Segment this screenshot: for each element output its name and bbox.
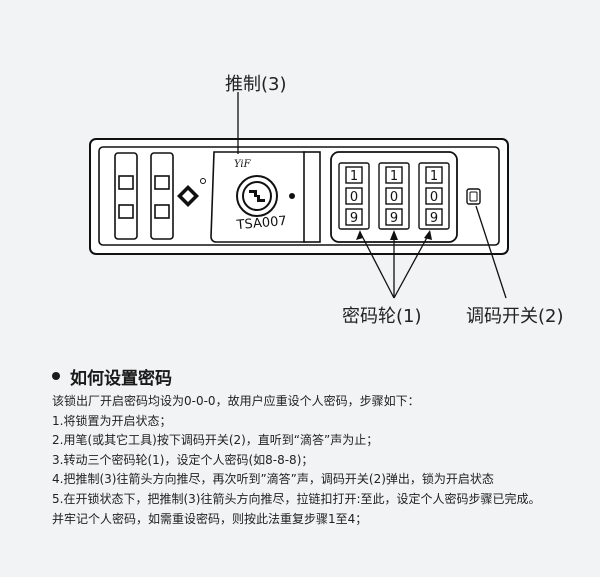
lock-model: TSA007 bbox=[235, 214, 287, 233]
indicator-dot bbox=[289, 193, 295, 199]
instruction-step: 1.将锁置为开启状态； bbox=[52, 413, 172, 428]
push-tab-side bbox=[303, 151, 321, 243]
zipper-slot-right bbox=[150, 152, 174, 240]
dial-3 bbox=[418, 162, 450, 230]
zipper-slot-left bbox=[114, 152, 138, 240]
dial-3-digit-bottom: 9 bbox=[430, 211, 438, 226]
instruction-step: 3.转动三个密码轮(1)，设定个人密码(如8-8-8)； bbox=[52, 452, 314, 467]
dial-3-digit-top: 1 bbox=[430, 169, 438, 184]
label-push-tab: 推制(3) bbox=[225, 74, 287, 95]
instruction-step: 2.用笔(或其它工具)按下调码开关(2)，直听到“滴答”声为止； bbox=[52, 433, 379, 448]
instruction-step: 并牢记个人密码，如需重设密码，则按此法重复步骤1至4； bbox=[52, 511, 368, 526]
dial-1-digit-mid: 0 bbox=[350, 190, 358, 205]
dial-2-digit-top: 1 bbox=[390, 169, 398, 184]
label-reset-switch: 调码开关(2) bbox=[466, 306, 564, 327]
tsa-keyhole-icon bbox=[236, 175, 278, 217]
instruction-step: 4.把推制(3)往箭头方向推尽，再次听到”滴答”声，调码开关(2)弹出，锁为开启… bbox=[52, 472, 494, 487]
lock-body-inner bbox=[98, 146, 500, 246]
callout-arrowheads bbox=[356, 230, 432, 240]
dial-2-digit-bottom: 9 bbox=[390, 211, 398, 226]
callout-lines bbox=[237, 92, 507, 299]
dial-1 bbox=[338, 162, 370, 230]
tsa-logo-icon bbox=[177, 178, 206, 207]
section-title-text: 如何设置密码 bbox=[70, 369, 172, 389]
label-dials: 密码轮(1) bbox=[342, 306, 422, 327]
instruction-step: 5.在开锁状态下，把推制(3)往箭头方向推尽，拉链扣打开:至此，设定个人密码步骤… bbox=[52, 491, 541, 506]
instruction-list: 该锁出厂开启密码均设为0-0-0，故用户应重设个人密码，步骤如下： 1.将锁置为… bbox=[52, 392, 592, 529]
dial-2 bbox=[378, 162, 410, 230]
dial-1-digit-top: 1 bbox=[350, 169, 358, 184]
lock-diagram: YiF TSA007 bbox=[89, 92, 509, 299]
instruction-intro: 该锁出厂开启密码均设为0-0-0，故用户应重设个人密码，步骤如下： bbox=[52, 394, 420, 408]
dial-2-digit-mid: 0 bbox=[390, 190, 398, 205]
dial-3-digit-mid: 0 bbox=[430, 190, 438, 205]
reset-switch-icon bbox=[466, 188, 481, 205]
dial-1-digit-bottom: 9 bbox=[350, 211, 358, 226]
section-title: 如何设置密码 bbox=[52, 364, 172, 389]
section-bullet-icon bbox=[52, 372, 60, 380]
lock-brand: YiF bbox=[234, 159, 252, 170]
